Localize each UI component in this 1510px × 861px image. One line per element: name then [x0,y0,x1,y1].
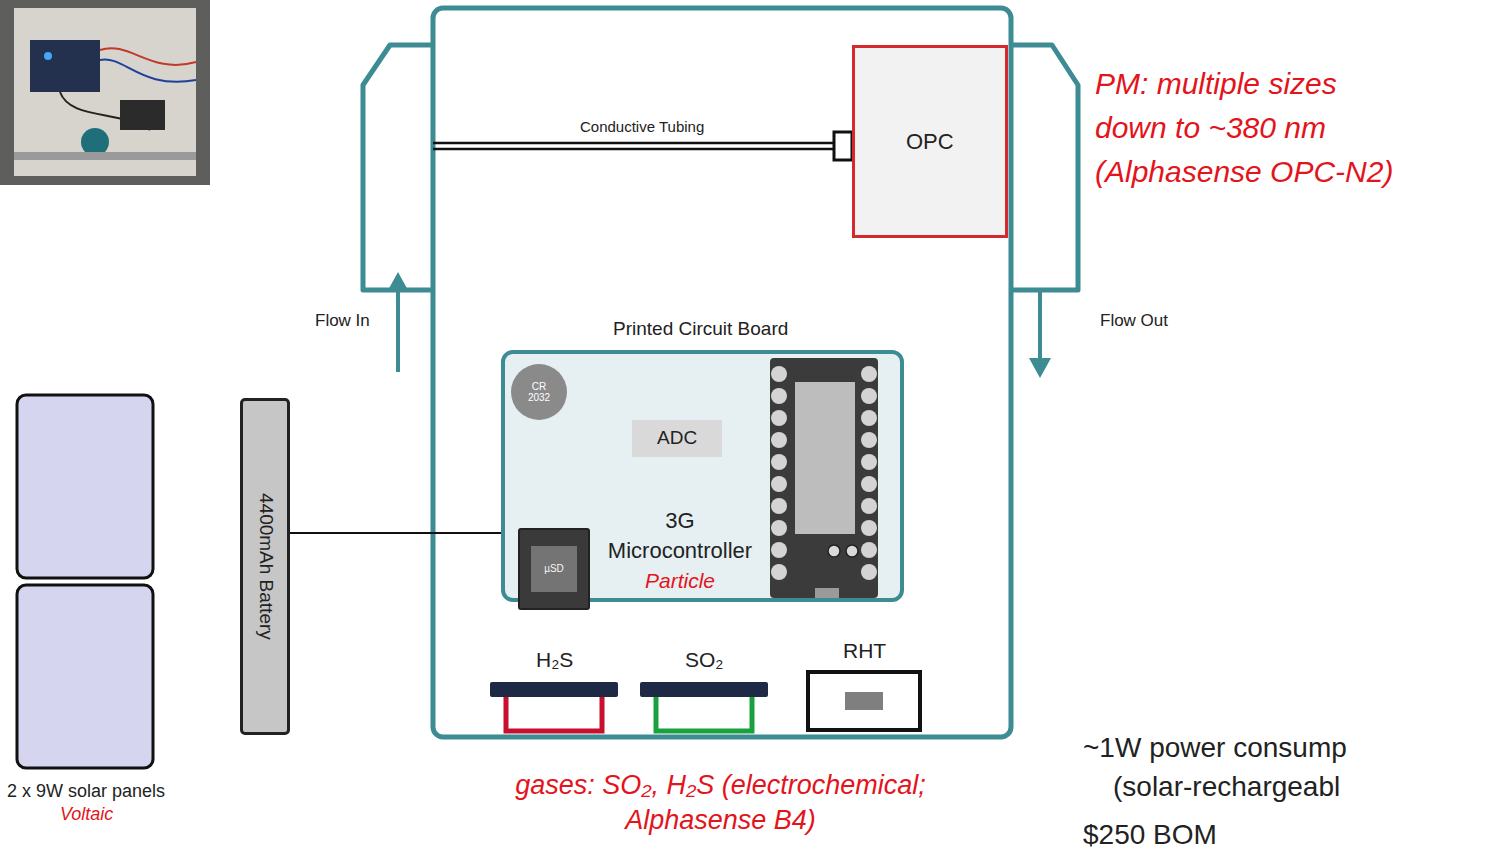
node-text: Voltaic [60,804,113,826]
chip-pin [861,520,877,536]
housing-outline [433,8,1011,737]
sensor-body [656,697,752,731]
flow-in-arrow [396,288,400,372]
node-text: 4400mAh Battery [254,493,277,640]
outlet-flap [1011,45,1078,290]
chip-pin [861,410,877,426]
chip-button [846,545,858,557]
photo-module [120,100,165,130]
rht-housing [808,672,920,730]
power-wire [290,532,501,534]
solar-panels: 2 x 9W solar panelsVoltaic [15,393,155,770]
chip-pin [771,520,787,536]
chip-pin [771,476,787,492]
flow-label: Flow Out [1100,311,1168,331]
sensor-cap [490,682,618,697]
inlet-flap [363,45,433,290]
chip-connector [815,588,839,598]
node-text: Particle [645,568,715,593]
chip-pin [771,564,787,580]
rht-sensor: RHT [806,638,922,734]
chip-pin [861,542,877,558]
chip-pin [861,388,877,404]
chip-pin [771,388,787,404]
coin-cell: CR 2032 [511,364,567,420]
chip-pin [771,498,787,514]
spec-note: $250 BOM [1083,818,1217,852]
circuit-board: Printed Circuit Board3G MicrocontrollerP… [501,350,904,602]
photo-wire [100,60,196,82]
chip-pin [771,366,787,382]
pcb-fill [501,350,904,602]
chip-pin [861,366,877,382]
tubing-connector [834,132,852,160]
spec-note: ~1W power consump [1083,731,1347,765]
sensor-body [506,697,602,731]
spec-note: (solar-rechargeabl [1113,770,1340,804]
adc-chip: ADC [632,420,722,457]
opc-box: OPC [852,45,1008,238]
node-text: SO₂ [685,647,724,672]
battery: 4400mAh Battery [240,398,290,735]
gas-sensor: SO₂ [640,645,768,735]
annotation: PM: multiple sizes down to ~380 nm (Alph… [1095,62,1400,194]
photo-fitting [81,128,109,156]
photo-board [30,40,100,92]
node-text: 3G Microcontroller [600,506,760,566]
tubing-wall [433,148,834,151]
photo-wire [100,48,196,65]
chip-pin [861,432,877,448]
node-text: H₂S [536,647,573,672]
photo-frame [0,0,210,185]
node-text: CR 2032 [524,381,554,403]
node-text: µSD [531,546,577,592]
chip-pin [861,564,877,580]
chip-module [795,382,855,534]
flow-label: Flow In [315,311,370,331]
node-shape [15,393,155,770]
sd-card-slot: µSD [518,528,590,610]
solar-panel [17,585,153,768]
chip-pin [771,432,787,448]
microcontroller-chip [770,358,878,598]
chip-pin [861,476,877,492]
flow-in-arrowhead [387,272,409,292]
node-text: OPC [906,129,954,155]
chip-pin [771,454,787,470]
rht-element [845,692,883,710]
tubing-label: Conductive Tubing [580,118,704,136]
node-text: Printed Circuit Board [613,318,788,341]
photo-led [44,52,52,60]
photo-rail [14,152,196,160]
annotation: gases: SO₂, H₂S (electrochemical; Alphas… [513,768,928,838]
gas-sensor: H₂S [490,645,618,735]
solar-panel [17,395,153,578]
chip-button [828,545,840,557]
chip-pin [771,410,787,426]
flow-out-arrowhead [1029,358,1051,378]
photo-enclosure [14,8,196,176]
node-text: RHT [843,638,886,663]
sensor-cap [640,682,768,697]
tubing-wall [433,142,834,145]
chip-pin [861,498,877,514]
node-text: ADC [657,427,697,450]
node-text: 2 x 9W solar panels [7,781,165,803]
flow-out-arrow [1038,290,1042,362]
chip-pin [861,454,877,470]
chip-pin [771,542,787,558]
